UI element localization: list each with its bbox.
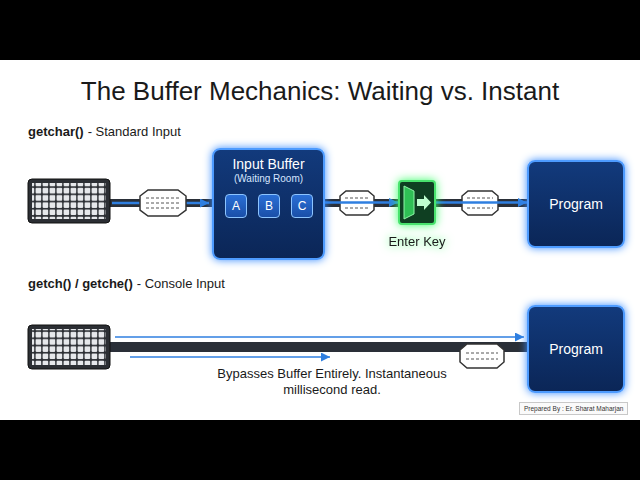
connector-outline: [460, 344, 504, 368]
node-text: Enter Key: [367, 234, 467, 249]
flow-arrow: [436, 201, 527, 204]
function-name: getch() / getche(): [28, 276, 133, 291]
buffer-box: Input Buffer(Waiting Room) A B C: [212, 148, 325, 260]
node-text: C: [298, 199, 307, 213]
gate-outline: [399, 181, 435, 224]
signal-arrow: [130, 356, 330, 358]
buffer-cell: B: [258, 194, 280, 218]
keyboard-keys: [32, 183, 106, 219]
connector-outline: [140, 190, 186, 216]
function-name: getchar(): [28, 124, 84, 139]
keyboard-body: [28, 179, 110, 223]
cable-connector: [140, 190, 186, 216]
keyboard-body: [28, 325, 110, 369]
node-text: Program: [549, 196, 603, 212]
note-text: Bypasses Buffer Entirely. Instantaneous …: [212, 366, 452, 398]
frame-bar: [0, 420, 640, 480]
node-text: B: [265, 199, 273, 213]
signal-arrow: [115, 336, 524, 338]
gate-symbol: [398, 180, 436, 225]
buffer-cell: A: [225, 194, 247, 218]
gate-arrow: [417, 195, 431, 210]
gate-panel: [404, 186, 414, 219]
node-text: A: [232, 199, 240, 213]
label-row: getch() / getche() - Console Input: [28, 276, 225, 291]
buffer-cell: C: [291, 194, 313, 218]
enter-gate: Enter Key: [398, 180, 436, 225]
node-text: Program: [549, 341, 603, 357]
node-text: (Waiting Room): [214, 173, 323, 184]
cable-connector: [460, 344, 504, 368]
flow-arrow: [325, 201, 398, 204]
input-kind: - Standard Input: [88, 124, 181, 139]
connector-trace: [466, 353, 498, 359]
frame-bar: [0, 0, 640, 60]
credit-note: Prepared By : Er. Sharat Maharjan: [519, 402, 628, 415]
node-text: Input Buffer: [214, 156, 323, 172]
label-row: getchar() - Standard Input: [28, 124, 181, 139]
input-kind: - Console Input: [137, 276, 225, 291]
program-box: Program: [527, 160, 625, 248]
connector-trace: [146, 198, 180, 208]
diagram-title: The Buffer Mechanics: Waiting vs. Instan…: [0, 76, 640, 107]
keyboard-keys: [32, 329, 106, 365]
program-box: Program: [527, 305, 625, 393]
